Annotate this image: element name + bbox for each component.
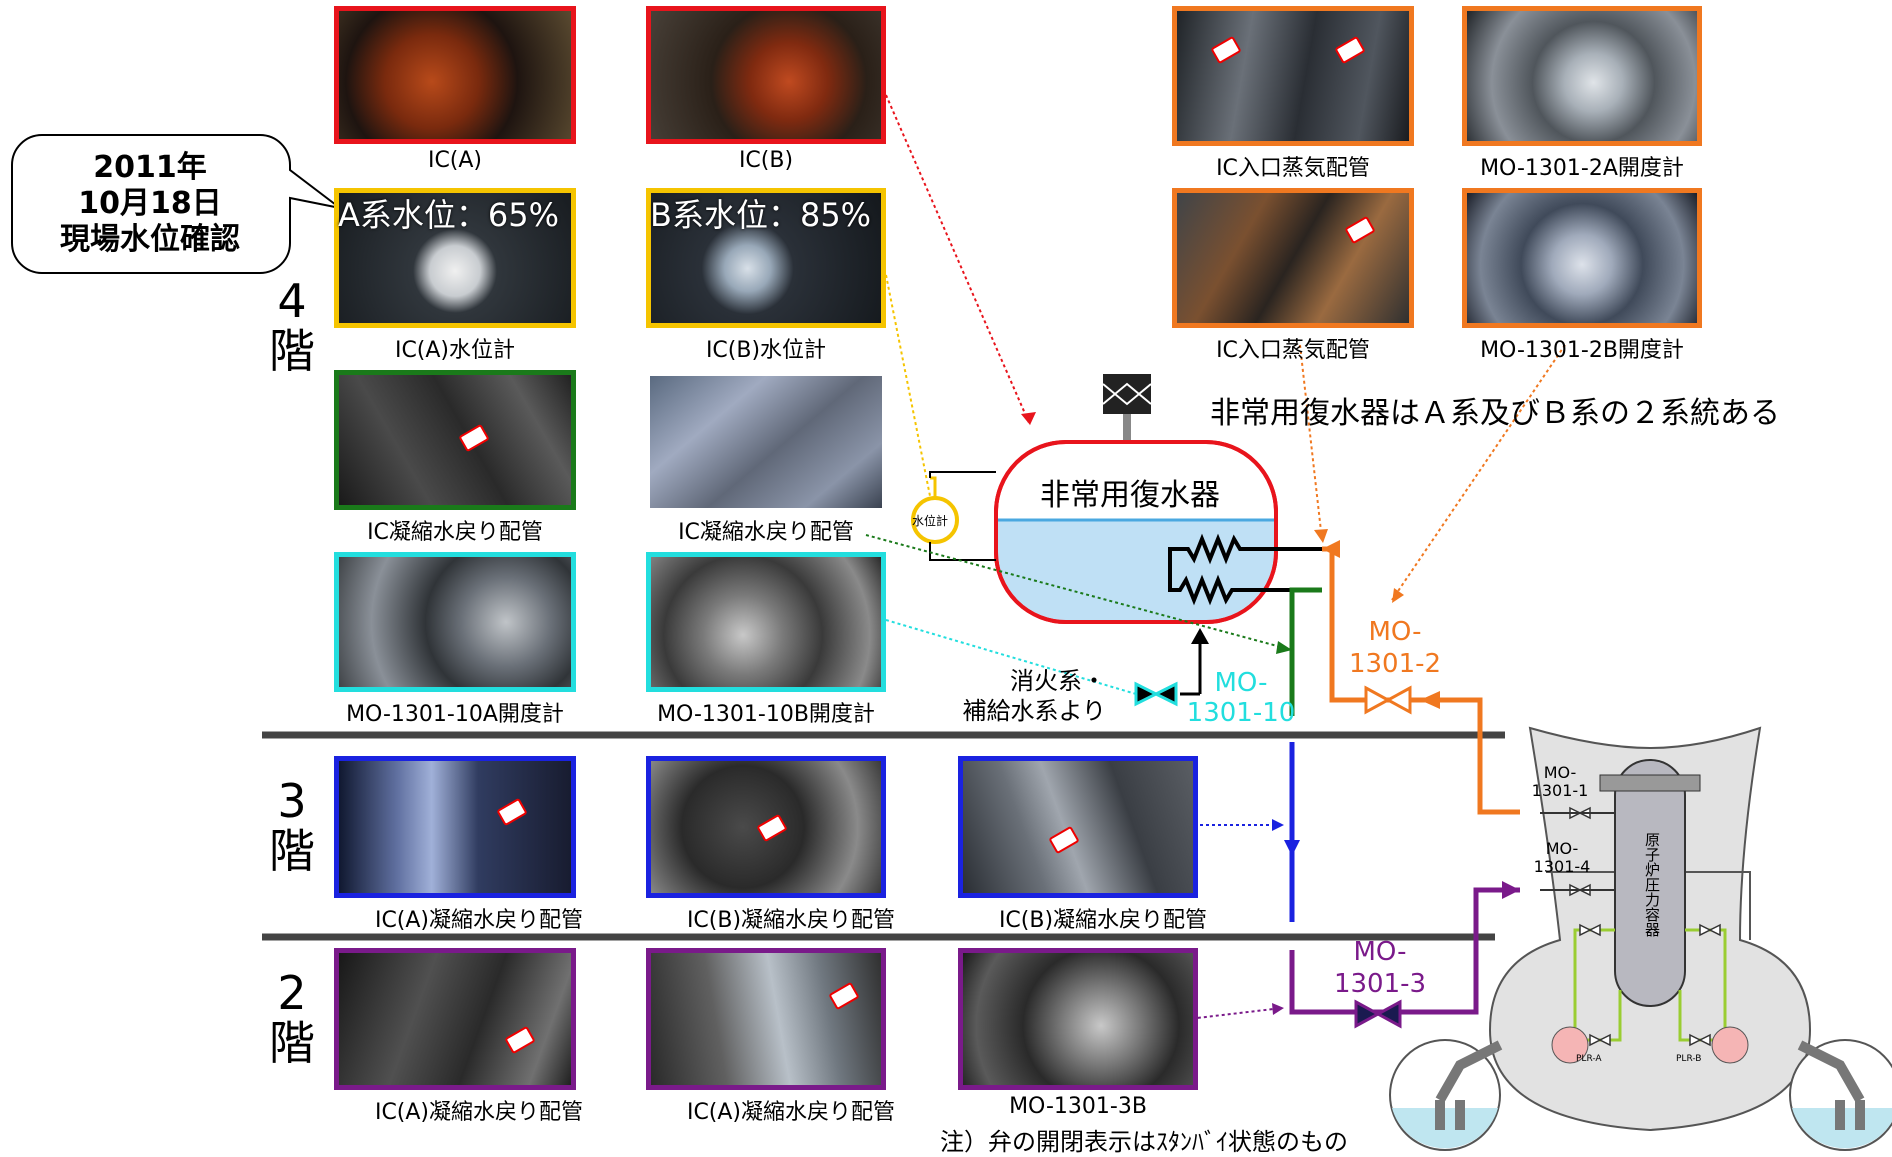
photo-ic-inlet-steam-2[interactable] bbox=[1172, 188, 1414, 328]
caption-3f-ic-a-cond-return: IC(A)凝縮水戻り配管 bbox=[374, 908, 584, 933]
valve-mo-1301-3 bbox=[1354, 999, 1382, 1029]
heat-exchanger-coil bbox=[1168, 533, 1310, 606]
caption-ic-a-level: IC(A)水位計 bbox=[394, 338, 516, 363]
photo-ic-cond-return-1[interactable] bbox=[334, 370, 576, 510]
floor-label-4: 4 階 bbox=[269, 274, 315, 378]
level-gauge-label: 水位計 bbox=[912, 514, 949, 528]
photo-3f-ic-a-cond-return[interactable] bbox=[334, 756, 576, 898]
fire-water-line-2: 補給水系より bbox=[962, 697, 1106, 725]
caption-ic-inlet-steam-1: IC入口蒸気配管 bbox=[1216, 156, 1370, 181]
rpv-label: 原子炉圧力容器 bbox=[1643, 832, 1661, 937]
mo-1301-3-line-1: MO- bbox=[1353, 937, 1407, 967]
photo-2f-ic-a-cond-return-1[interactable] bbox=[334, 948, 576, 1090]
mo-1301-2-line-1: MO- bbox=[1368, 617, 1422, 647]
fire-water-line-1: 消火系・ bbox=[1010, 667, 1106, 695]
caption-mo-1301-10a: MO-1301-10A開度計 bbox=[346, 702, 564, 727]
caption-3f-ic-b-cond-return-2: IC(B)凝縮水戻り配管 bbox=[998, 908, 1208, 933]
photo-2f-mo-1301-3b[interactable] bbox=[958, 948, 1198, 1090]
mo-1301-3-label: MO- 1301-3 bbox=[1320, 936, 1440, 1000]
photo-ic-b-level-gauge[interactable] bbox=[646, 188, 886, 328]
mo-1301-10-line-2: 1301-10 bbox=[1186, 698, 1296, 728]
caption-ic-inlet-steam-2: IC入口蒸気配管 bbox=[1216, 338, 1370, 363]
mo-1301-4-line-1: MO- bbox=[1545, 839, 1579, 858]
callout-text: 2011年 10月18日 現場水位確認 bbox=[30, 150, 270, 258]
caption-3f-ic-b-cond-return-1: IC(B)凝縮水戻り配管 bbox=[686, 908, 896, 933]
overlay-a-level: A系水位：65% bbox=[338, 196, 560, 234]
steam-line-orange bbox=[1322, 546, 1520, 815]
plr-a-pump bbox=[1551, 1026, 1589, 1064]
callout-bubble bbox=[11, 134, 341, 274]
plr-a-label: PLR-A bbox=[1576, 1054, 1602, 1064]
vent-box bbox=[1103, 374, 1151, 414]
plr-b-label: PLR-B bbox=[1676, 1054, 1702, 1064]
caption-mo-1301-2a: MO-1301-2A開度計 bbox=[1480, 156, 1684, 181]
caption-ic-b-level: IC(B)水位計 bbox=[705, 338, 827, 363]
photo-ic-a[interactable] bbox=[334, 6, 576, 144]
mo-1301-1-label: MO- 1301-1 bbox=[1520, 764, 1600, 800]
caption-mo-1301-2b: MO-1301-2B開度計 bbox=[1480, 338, 1684, 363]
caption-mo-1301-10b: MO-1301-10B開度計 bbox=[657, 702, 875, 727]
condenser-label: 非常用復水器 bbox=[1040, 478, 1220, 513]
caption-ic-b: IC(B) bbox=[738, 148, 794, 173]
caption-ic-cond-return-1: IC凝縮水戻り配管 bbox=[367, 520, 543, 545]
return-line-purple bbox=[1289, 887, 1520, 1015]
mo-1301-2-line-2: 1301-2 bbox=[1348, 649, 1442, 679]
floor-label-2: 2 階 bbox=[269, 966, 315, 1070]
photo-mo-1301-2b[interactable] bbox=[1462, 188, 1702, 328]
plr-b-pump bbox=[1711, 1026, 1749, 1064]
mo-1301-10-line-1: MO- bbox=[1214, 668, 1268, 698]
valve-mo-1301-2 bbox=[1364, 685, 1392, 715]
mo-1301-4-line-2: 1301-4 bbox=[1533, 857, 1591, 876]
condensate-line-green bbox=[1289, 587, 1322, 716]
floor-label-3: 3 階 bbox=[269, 774, 315, 878]
callout-title: 現場水位確認 bbox=[60, 222, 240, 257]
photo-mo-1301-10b[interactable] bbox=[646, 552, 886, 692]
photo-3f-ic-b-cond-return-1[interactable] bbox=[646, 756, 886, 898]
mo-1301-1-line-2: 1301-1 bbox=[1531, 781, 1589, 800]
footnote: 注）弁の開閉表示はｽﾀﾝﾊﾞｲ状態のもの bbox=[940, 1128, 1348, 1156]
fire-water-label: 消火系・ 補給水系より bbox=[946, 666, 1106, 726]
callout-date: 10月18日 bbox=[78, 186, 222, 221]
mo-1301-4-label: MO- 1301-4 bbox=[1522, 840, 1602, 876]
mo-1301-3-line-2: 1301-3 bbox=[1333, 969, 1427, 999]
photo-ic-inlet-steam-1[interactable] bbox=[1172, 6, 1414, 146]
caption-2f-ic-a-cond-return-1: IC(A)凝縮水戻り配管 bbox=[374, 1100, 584, 1125]
mo-1301-2-label: MO- 1301-2 bbox=[1340, 616, 1450, 680]
overlay-b-level: B系水位：85% bbox=[650, 196, 872, 234]
photo-3f-ic-b-cond-return-2[interactable] bbox=[958, 756, 1198, 898]
photo-ic-a-level-gauge[interactable] bbox=[334, 188, 576, 328]
mo-1301-1-line-1: MO- bbox=[1543, 763, 1577, 782]
reactor-pressure-vessel bbox=[1614, 759, 1686, 1007]
photo-2f-ic-a-cond-return-2[interactable] bbox=[646, 948, 886, 1090]
caption-ic-a: IC(A) bbox=[427, 148, 483, 173]
note-two-systems: 非常用復水器はＡ系及びＢ系の２系統ある bbox=[1210, 396, 1780, 431]
photo-mo-1301-10a[interactable] bbox=[334, 552, 576, 692]
caption-ic-cond-return-2: IC凝縮水戻り配管 bbox=[678, 520, 854, 545]
caption-2f-mo-1301-3b: MO-1301-3B bbox=[1009, 1094, 1147, 1119]
callout-year: 2011年 bbox=[93, 150, 207, 185]
caption-2f-ic-a-cond-return-2: IC(A)凝縮水戻り配管 bbox=[686, 1100, 896, 1125]
photo-mo-1301-2a[interactable] bbox=[1462, 6, 1702, 146]
photo-ic-cond-return-2[interactable] bbox=[650, 376, 882, 508]
mo-1301-10-label: MO- 1301-10 bbox=[1176, 668, 1306, 728]
photo-ic-b[interactable] bbox=[646, 6, 886, 144]
